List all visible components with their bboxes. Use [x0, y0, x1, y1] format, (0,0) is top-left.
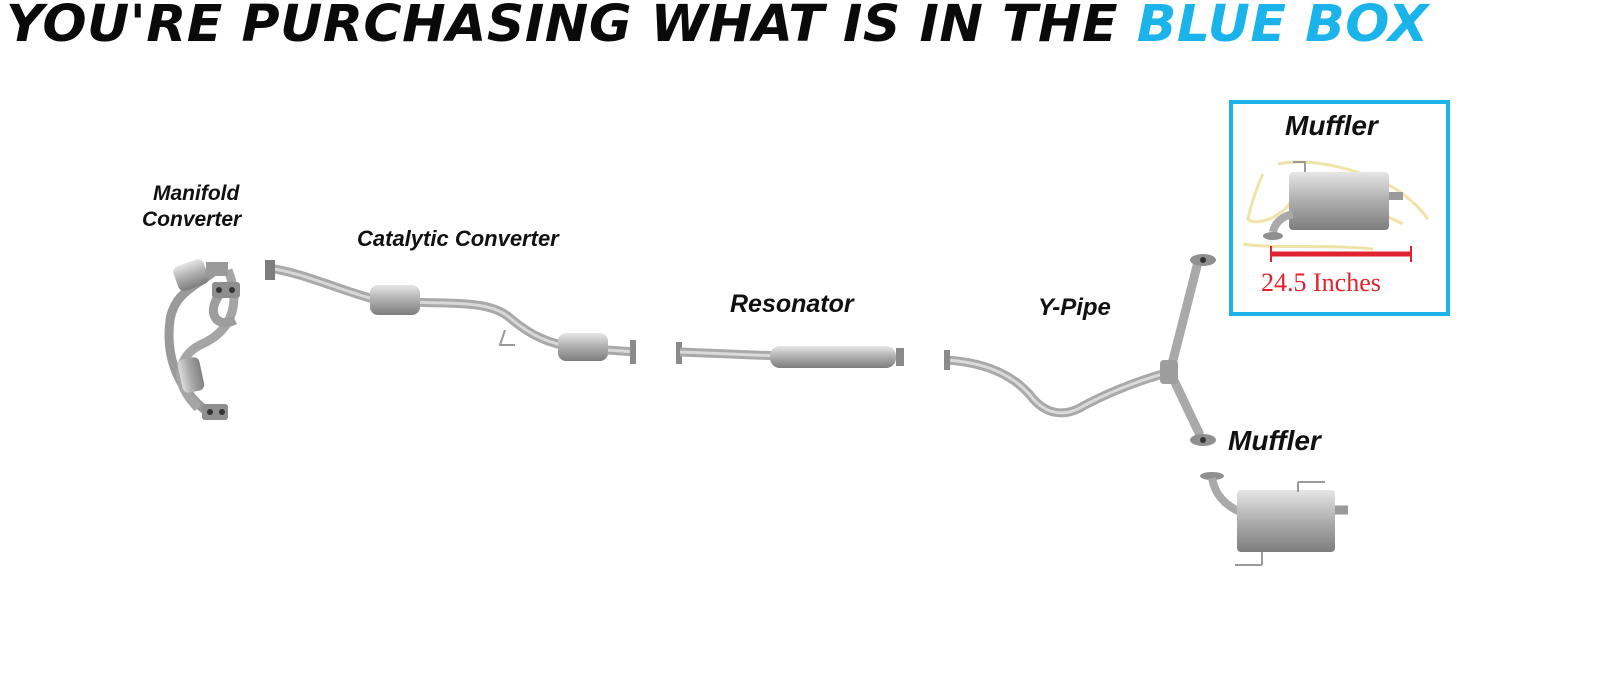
headline-blue-text: BLUE BOX [1136, 0, 1429, 54]
purchased-item-box: Muffler 24.5 Inches [1229, 100, 1450, 316]
boxed-muffler-image [1242, 160, 1430, 262]
measurement-text: 24.5 Inches [1261, 268, 1381, 297]
resonator-label: Resonator [730, 290, 854, 318]
resonator-part [676, 342, 904, 368]
headline: YOU'RE PURCHASING WHAT IS IN THE BLUE BO… [6, 0, 1429, 56]
bottom-muffler-part [1200, 472, 1348, 566]
boxed-muffler-label: Muffler [1285, 110, 1378, 141]
ypipe-part [944, 254, 1216, 446]
bottom-muffler-label: Muffler [1228, 425, 1321, 456]
manifold-converter-part [164, 259, 240, 420]
catalytic-converter-label: Catalytic Converter [357, 226, 559, 251]
manifold-label-line2: Converter [142, 208, 242, 231]
ypipe-label: Y-Pipe [1038, 294, 1111, 321]
manifold-label-line1: Manifold [153, 182, 240, 205]
headline-black-text: YOU'RE PURCHASING WHAT IS IN THE [6, 0, 1137, 54]
catalytic-converter-part [265, 260, 636, 364]
